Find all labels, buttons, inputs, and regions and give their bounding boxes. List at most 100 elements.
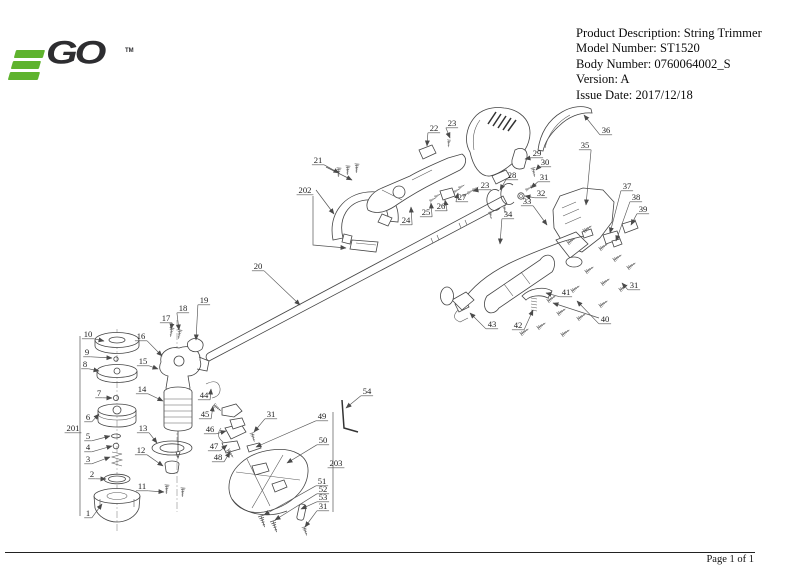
callout-44: 44: [197, 388, 214, 400]
svg-text:25: 25: [422, 207, 431, 217]
shaft-clamp-rings: [486, 183, 525, 211]
callout-16: 16: [134, 331, 163, 357]
svg-text:42: 42: [514, 320, 523, 330]
guard-assembly: [218, 403, 309, 521]
callout-34: 34: [497, 209, 515, 245]
svg-text:21: 21: [314, 155, 323, 165]
callout-7: 7: [95, 388, 113, 401]
callout-25: 25: [419, 202, 434, 217]
callout-48: 48: [211, 451, 231, 462]
svg-text:1: 1: [86, 508, 90, 518]
svg-text:26: 26: [437, 201, 446, 211]
product-info-row: Version: A: [576, 72, 630, 87]
svg-text:8: 8: [83, 359, 87, 369]
svg-text:46: 46: [206, 424, 215, 434]
svg-text:27: 27: [458, 192, 467, 202]
callout-47: 47: [207, 441, 228, 451]
svg-text:31: 31: [540, 172, 549, 182]
svg-text:17: 17: [162, 313, 171, 323]
callout-30: 30: [535, 157, 552, 171]
svg-text:32: 32: [537, 188, 546, 198]
product-info-row: Body Number: 0760064002_S: [576, 56, 731, 71]
svg-text:202: 202: [299, 185, 312, 195]
callout-17: 17: [159, 313, 175, 330]
callout-31: 31: [304, 501, 330, 528]
grip-housing: [366, 144, 466, 227]
callout-35: 35: [578, 140, 592, 206]
svg-text:20: 20: [254, 261, 263, 271]
svg-text:51: 51: [318, 476, 327, 486]
ego-logo-text: GO: [46, 35, 106, 72]
callout-21: 21: [311, 155, 340, 174]
svg-text:52: 52: [319, 484, 328, 494]
callout-20: 20: [251, 261, 301, 306]
svg-text:11: 11: [138, 481, 146, 491]
callout-23: 23: [445, 118, 459, 139]
product-info-row: Model Number: ST1520: [576, 41, 700, 56]
svg-text:31: 31: [319, 501, 328, 511]
svg-text:24: 24: [402, 215, 411, 225]
svg-text:53: 53: [319, 492, 328, 502]
callout-37: 37: [608, 181, 634, 234]
svg-text:28: 28: [508, 170, 517, 180]
callout-39: 39: [630, 204, 650, 226]
callout-1: 1: [84, 503, 103, 518]
svg-text:22: 22: [430, 123, 439, 133]
svg-text:10: 10: [84, 329, 93, 339]
callout-46: 46: [203, 424, 227, 435]
svg-text:41: 41: [562, 287, 571, 297]
callout-31: 31: [530, 172, 551, 189]
callout-22: 22: [424, 123, 441, 147]
rear-gear-assembly: [552, 187, 639, 268]
svg-text:23: 23: [481, 180, 490, 190]
callout-31: 31: [253, 409, 278, 433]
trademark-symbol: TM: [125, 48, 134, 54]
product-info-row: Issue Date: 2017/12/18: [576, 87, 693, 102]
product-info-row: Product Description: String Trimmer: [576, 26, 762, 40]
callout-13: 13: [136, 423, 158, 444]
svg-text:9: 9: [85, 347, 89, 357]
svg-text:37: 37: [623, 181, 632, 191]
callout-201: 201: [64, 423, 82, 433]
callout-8: 8: [81, 359, 100, 373]
coupler-assembly: [440, 228, 594, 323]
motor-assembly: [159, 338, 247, 460]
callout-5: 5: [84, 431, 111, 441]
svg-text:31: 31: [267, 409, 276, 419]
svg-text:2: 2: [90, 469, 94, 479]
svg-text:45: 45: [201, 409, 210, 419]
callout-41: 41: [545, 287, 573, 297]
callout-43: 43: [469, 312, 499, 329]
callout-53: 53: [300, 492, 330, 510]
callout-33: 33: [520, 196, 548, 226]
callout-54: 54: [345, 386, 374, 409]
svg-text:35: 35: [581, 140, 590, 150]
svg-text:19: 19: [200, 295, 209, 305]
callout-50: 50: [286, 435, 330, 464]
svg-text:201: 201: [67, 423, 80, 433]
battery-housing: [466, 107, 531, 185]
ego-logo: GO TM: [7, 35, 138, 86]
callout-38: 38: [615, 192, 643, 242]
callout-28: 28: [499, 170, 519, 191]
svg-text:12: 12: [137, 445, 146, 455]
hex-key: [341, 399, 359, 433]
callout-layer: 1098765432120111121314151617181944454647…: [64, 114, 650, 528]
callout-11: 11: [135, 481, 165, 495]
svg-text:13: 13: [139, 423, 148, 433]
svg-text:43: 43: [488, 319, 497, 329]
svg-text:31: 31: [630, 280, 639, 290]
callout-49: 49: [255, 411, 329, 448]
callout-12: 12: [134, 445, 164, 467]
svg-text:54: 54: [363, 386, 372, 396]
svg-text:6: 6: [86, 412, 91, 422]
svg-text:7: 7: [97, 388, 102, 398]
svg-text:16: 16: [137, 331, 146, 341]
callout-2: 2: [88, 469, 107, 482]
svg-text:44: 44: [200, 390, 209, 400]
callout-203: 203: [327, 458, 345, 468]
svg-text:203: 203: [330, 458, 343, 468]
callout-32: 32: [524, 188, 548, 200]
